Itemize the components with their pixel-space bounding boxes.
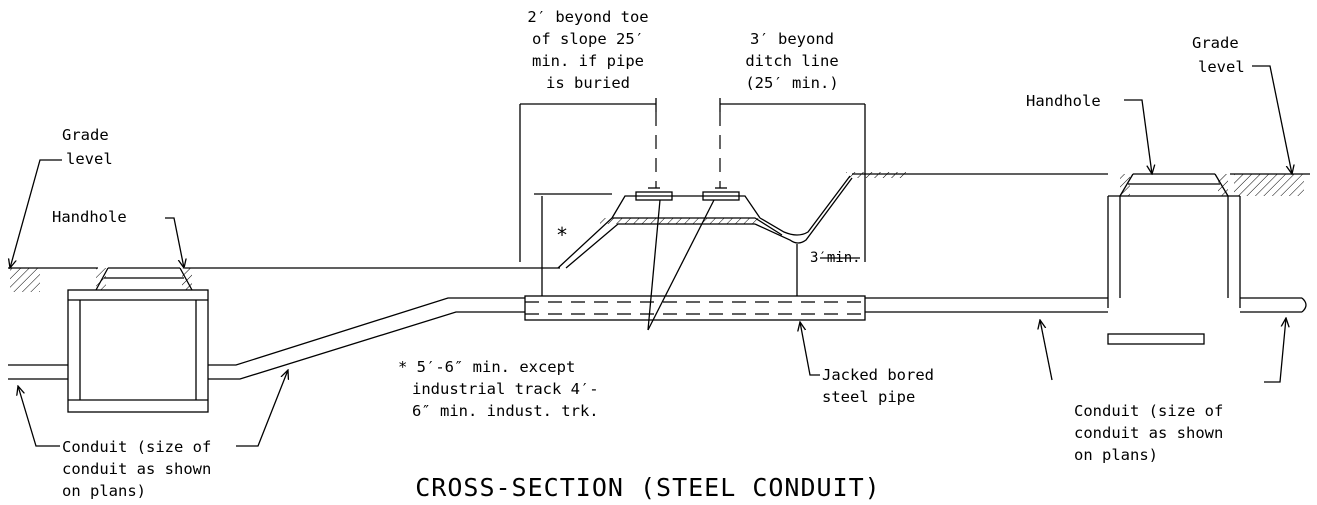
svg-text:on plans): on plans)	[62, 482, 146, 500]
right-handhole	[1107, 173, 1241, 345]
svg-text:conduit as shown: conduit as shown	[62, 460, 211, 478]
label-grade-level-left-2: level	[66, 150, 113, 168]
left-conduit	[8, 297, 525, 380]
left-ground	[8, 267, 560, 292]
svg-text:* 5′-6″ min. except: * 5′-6″ min. except	[398, 358, 575, 376]
svg-text:of slope 25′: of slope 25′	[532, 30, 644, 48]
label-conduit-right: Conduit (size of conduit as shown on pla…	[1074, 402, 1223, 464]
svg-text:6″ min. indust. trk.: 6″ min. indust. trk.	[412, 402, 599, 420]
label-grade-level-left-1: Grade	[62, 126, 109, 144]
label-grade-level-right-1: Grade	[1192, 34, 1239, 52]
svg-text:on plans): on plans)	[1074, 446, 1158, 464]
svg-text:Jacked bored: Jacked bored	[822, 366, 934, 384]
label-toe-slope: 2′ beyond toe of slope 25′ min. if pipe …	[527, 8, 648, 92]
svg-text:steel pipe: steel pipe	[822, 388, 915, 406]
label-conduit-left: Conduit (size of conduit as shown on pla…	[62, 438, 211, 500]
right-ground	[1230, 173, 1310, 196]
svg-text:Conduit (size of: Conduit (size of	[1074, 402, 1223, 420]
right-conduit	[865, 297, 1307, 313]
svg-text:(25′ min.): (25′ min.)	[745, 74, 838, 92]
label-jacked-pipe: Jacked bored steel pipe	[822, 366, 934, 406]
svg-text:is buried: is buried	[546, 74, 630, 92]
label-grade-level-right-2: level	[1198, 58, 1245, 76]
svg-text:2′ beyond toe: 2′ beyond toe	[527, 8, 648, 26]
label-asterisk: *	[556, 223, 568, 247]
label-three-min: 3′min.	[810, 250, 861, 266]
left-handhole	[67, 267, 209, 413]
svg-text:ditch line: ditch line	[745, 52, 838, 70]
steel-pipe	[524, 295, 866, 321]
leaders	[10, 65, 1292, 447]
svg-text:conduit as shown: conduit as shown	[1074, 424, 1223, 442]
label-handhole-left: Handhole	[52, 208, 127, 226]
label-handhole-right: Handhole	[1026, 92, 1101, 110]
svg-text:3′ beyond: 3′ beyond	[750, 30, 834, 48]
label-footnote: * 5′-6″ min. except industrial track 4′-…	[398, 358, 599, 420]
dimensions	[519, 98, 866, 296]
svg-text:Conduit (size of: Conduit (size of	[62, 438, 211, 456]
svg-text:industrial track 4′-: industrial track 4′-	[412, 380, 599, 398]
svg-text:min. if pipe: min. if pipe	[532, 52, 644, 70]
diagram-title: CROSS-SECTION (STEEL CONDUIT)	[415, 473, 881, 502]
label-ditch-line: 3′ beyond ditch line (25′ min.)	[745, 30, 838, 92]
